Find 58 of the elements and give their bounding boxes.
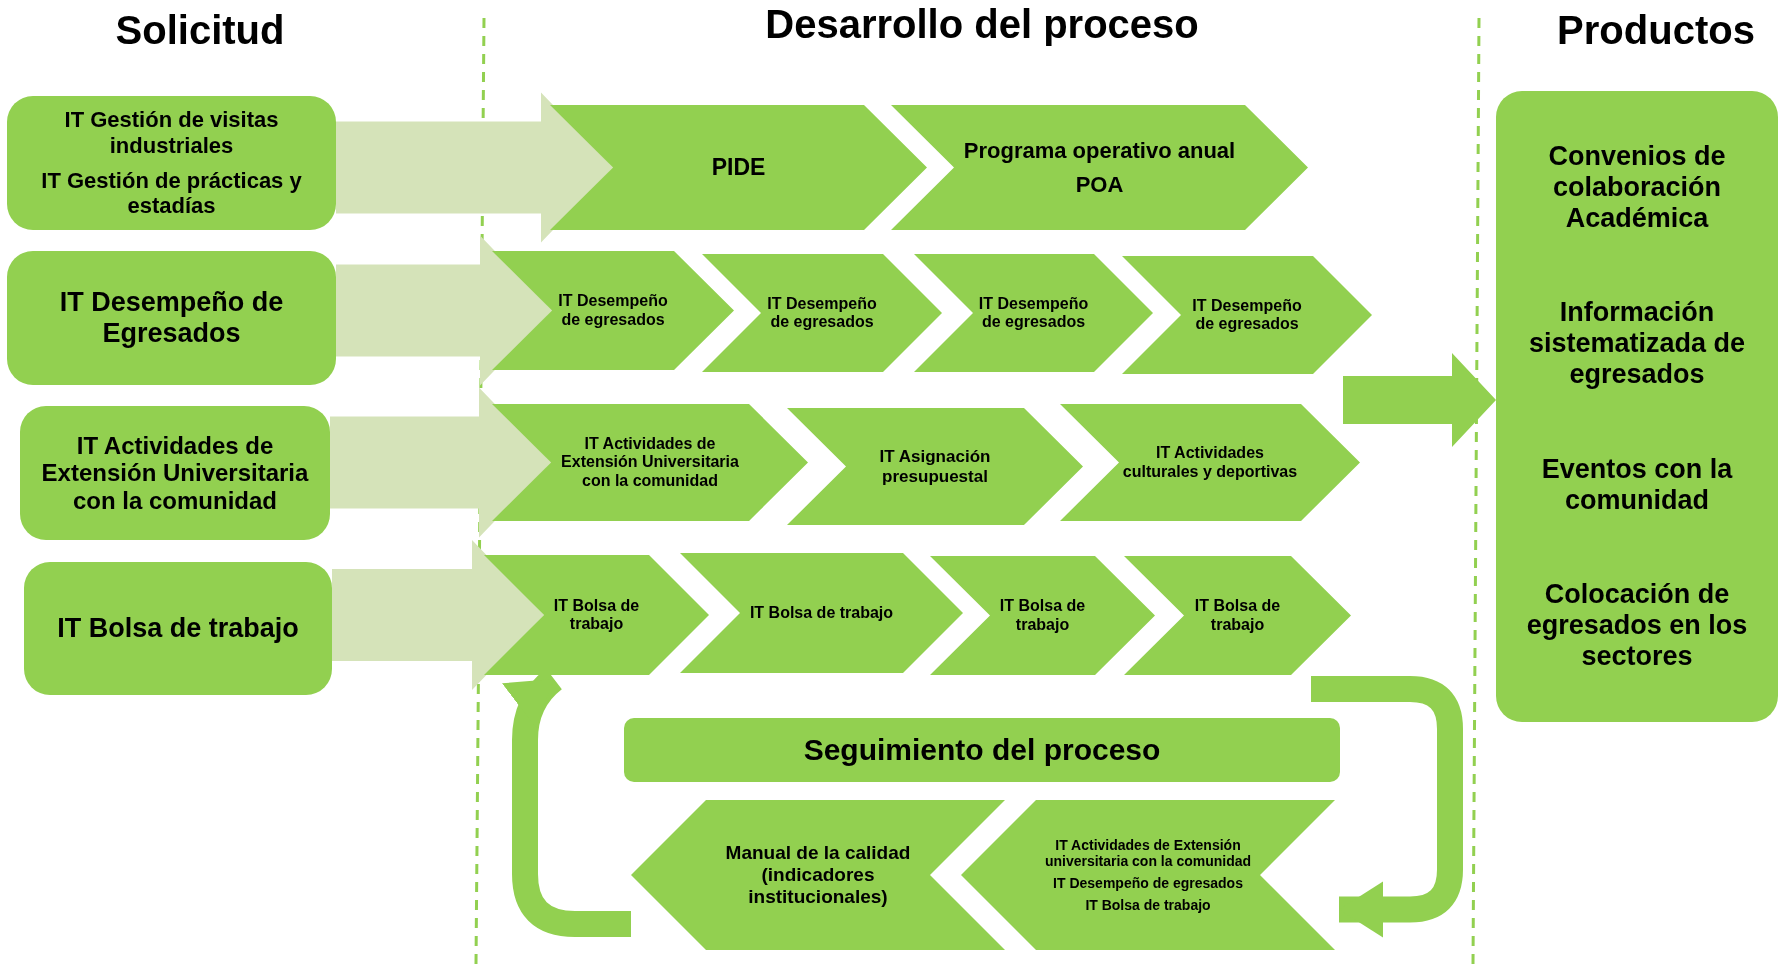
process-box (7, 96, 336, 230)
node-text: IT Desempeño de Egresados (58, 286, 285, 350)
node-text: Convenios de colaboración Académica (1547, 140, 1727, 234)
chevron-shape (550, 105, 927, 230)
column-heading: Solicitud (115, 8, 285, 53)
node-text: Seguimiento del proceso (803, 732, 1161, 768)
process-box (24, 562, 332, 695)
node-text: POA (1075, 171, 1124, 197)
chevron-shape (891, 105, 1308, 230)
node-text: IT Gestión de visitas industriales (63, 107, 280, 158)
process-box (7, 251, 336, 385)
node-text: Información sistematizada de egresados (1527, 297, 1747, 391)
node-text: Programa operativo anual (963, 138, 1236, 164)
node-text: IT Desempeño de egresados (977, 294, 1090, 332)
node-text: IT Desempeño de egresados (1191, 296, 1303, 334)
chevron-shape (787, 408, 1083, 525)
process-box (20, 406, 330, 540)
node-text: Colocación de egresados en los sectores (1525, 579, 1749, 673)
node-text: IT Actividades culturales y deportivas (1121, 444, 1299, 481)
column-heading: Desarrollo del proceso (765, 2, 1199, 47)
node-text: IT Bolsa de trabajo (998, 597, 1087, 634)
node-text: IT Desempeño de egresados (1053, 875, 1243, 892)
chevron-shape (492, 251, 734, 370)
chevron-shape (961, 800, 1335, 950)
node-text: IT Desempeño de egresados (766, 294, 878, 332)
chevron-shape (484, 555, 709, 675)
node-text: IT Bolsa de trabajo (749, 603, 894, 623)
node-text: Eventos con la comunidad (1540, 453, 1734, 516)
node-text: IT Actividades de Extensión Universitaria con la comunidad (40, 431, 310, 515)
node-text: IT Bolsa de trabajo (1085, 897, 1211, 914)
chevron-shape (1122, 256, 1372, 374)
banner (624, 718, 1340, 782)
node-text: IT Bolsa de trabajo (1193, 597, 1282, 634)
block-arrow (336, 92, 613, 243)
block-arrow (330, 387, 551, 538)
chevron-shape (914, 254, 1153, 372)
chevron-shape (930, 556, 1155, 675)
chevron-shape (1060, 404, 1360, 521)
node-text: IT Actividades de Extensión Universitaria con la comunidad (560, 434, 740, 491)
chevron-shape (631, 800, 1005, 950)
node-text: IT Asignación presupuestal (878, 446, 992, 487)
node-text: Manual de la calidad (indicadores institucionales) (724, 842, 912, 908)
chevron-shape (1124, 556, 1351, 675)
node-text: IT Gestión de prácticas y estadías (40, 168, 303, 219)
chevron-shape (702, 254, 942, 372)
curved-arrow (1311, 676, 1463, 938)
column-heading: Productos (1557, 8, 1755, 53)
node-text: IT Desempeño de egresados (557, 292, 669, 329)
products-box (1496, 91, 1778, 722)
node-text: IT Bolsa de trabajo (57, 612, 299, 644)
node-text: PIDE (711, 154, 766, 181)
block-arrow (1343, 353, 1496, 447)
node-text: IT Actividades de Extensión universitaria con la comunidad (1043, 836, 1253, 869)
chevron-shape (680, 553, 963, 673)
block-arrow (332, 540, 544, 690)
node-text: IT Bolsa de trabajo (552, 596, 641, 634)
chevron-shape (492, 404, 808, 521)
block-arrow (336, 235, 552, 386)
